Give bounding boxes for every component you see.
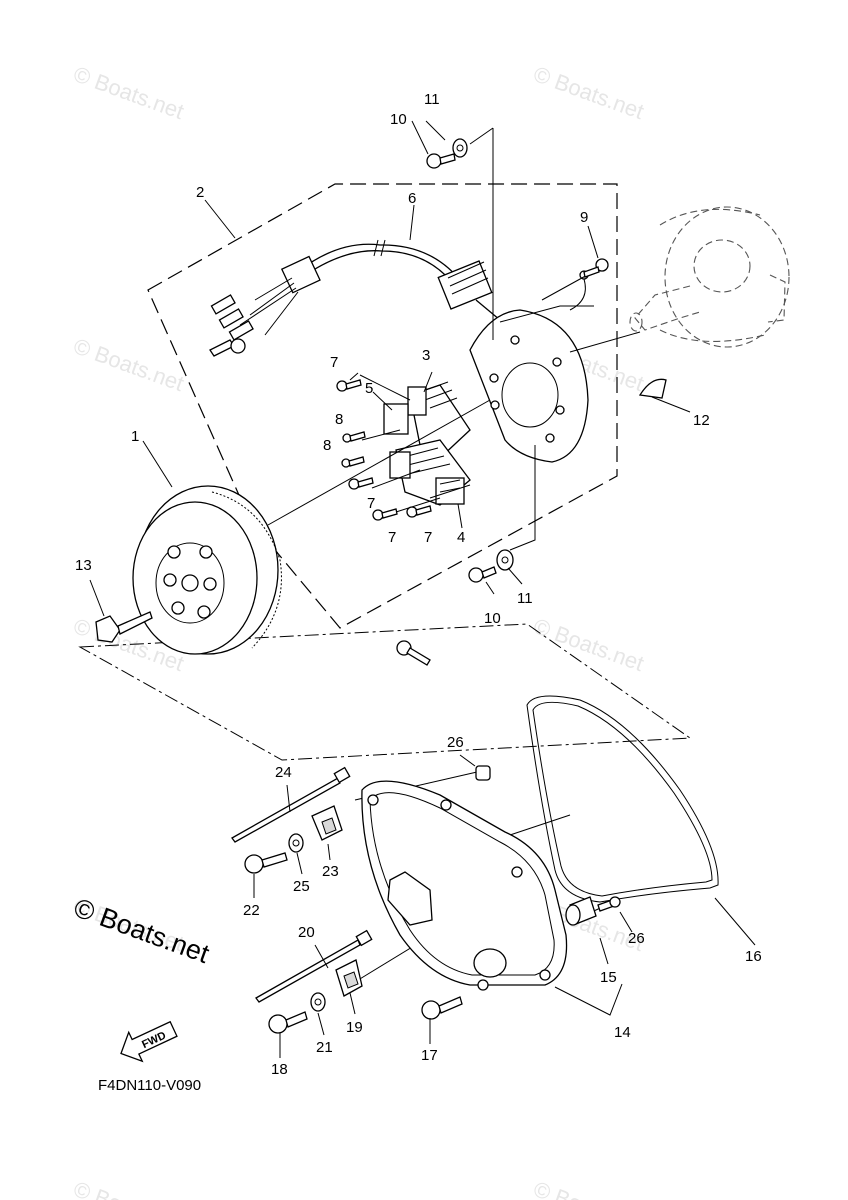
callout-10: 10 xyxy=(484,610,501,627)
callout-21: 21 xyxy=(316,1039,333,1056)
collar-spacer xyxy=(565,896,597,926)
copyright-text: © Boats.net xyxy=(70,892,214,969)
callout-25: 25 xyxy=(293,878,310,895)
flywheel-cover xyxy=(361,780,568,991)
screw xyxy=(396,640,431,666)
callout-7: 7 xyxy=(330,354,338,371)
callout-7: 7 xyxy=(367,495,375,512)
screw xyxy=(468,566,497,583)
callout-12: 12 xyxy=(693,412,710,429)
callout-7: 7 xyxy=(388,529,396,546)
screw xyxy=(268,1011,308,1034)
callout-11: 11 xyxy=(517,590,533,607)
screw xyxy=(583,258,609,278)
callout-labels: 1 2 3 4 5 6 7 7 7 7 8 8 9 10 10 11 11 12… xyxy=(75,91,762,1078)
callout-17: 17 xyxy=(421,1047,438,1064)
callout-3: 3 xyxy=(422,347,430,364)
callout-22: 22 xyxy=(243,902,260,919)
screw xyxy=(421,996,463,1020)
screw xyxy=(426,153,456,169)
callout-8: 8 xyxy=(335,411,343,428)
watermark: © Boats.net xyxy=(70,1176,187,1200)
cover-assembly-outline xyxy=(78,623,692,761)
screw xyxy=(406,505,432,518)
screws xyxy=(244,153,609,1034)
callout-18: 18 xyxy=(271,1061,288,1078)
screw xyxy=(341,456,365,468)
screw xyxy=(336,379,362,392)
callout-26: 26 xyxy=(447,734,464,751)
wire-harness xyxy=(209,239,501,357)
screw xyxy=(342,431,366,443)
callout-2: 2 xyxy=(196,184,204,201)
drawing-code: F4DN110-V090 xyxy=(98,1077,201,1094)
callout-20: 20 xyxy=(298,924,315,941)
woodruff-key xyxy=(638,378,667,399)
watermark: © Boats.net xyxy=(530,613,647,676)
stator-base-plate xyxy=(469,270,594,463)
flywheel xyxy=(132,485,282,655)
charge-coil xyxy=(407,381,471,459)
callout-9: 9 xyxy=(580,209,588,226)
callout-13: 13 xyxy=(75,557,92,574)
callout-5: 5 xyxy=(365,380,373,397)
callout-26: 26 xyxy=(628,930,645,947)
washers xyxy=(288,138,514,1012)
fwd-label: FWD xyxy=(140,1030,168,1051)
cover-bolt-small xyxy=(597,896,621,912)
callout-11: 11 xyxy=(424,91,440,108)
callout-16: 16 xyxy=(745,948,762,965)
callout-4: 4 xyxy=(457,529,465,546)
clamps xyxy=(311,805,363,997)
watermark: © Boats.net xyxy=(70,333,187,396)
callout-15: 15 xyxy=(600,969,617,986)
callout-8: 8 xyxy=(323,437,331,454)
callout-1: 1 xyxy=(131,428,139,445)
watermark: © Boats.net xyxy=(70,61,187,124)
screw xyxy=(372,508,398,521)
callout-7: 7 xyxy=(424,529,432,546)
screw xyxy=(348,477,374,490)
callout-6: 6 xyxy=(408,190,416,207)
crankshaft-ghost xyxy=(629,206,790,348)
callout-leaders xyxy=(89,120,756,1058)
watermark: © Boats.net xyxy=(530,1176,647,1200)
dowel-pin xyxy=(475,765,491,781)
cable-ties xyxy=(231,766,373,1003)
forward-arrow-icon: FWD xyxy=(120,1020,178,1063)
cover-gasket xyxy=(526,695,719,903)
callout-10: 10 xyxy=(390,111,407,128)
callout-19: 19 xyxy=(346,1019,363,1036)
callout-14: 14 xyxy=(614,1024,631,1041)
watermark: © Boats.net xyxy=(530,61,647,124)
flywheel-nut xyxy=(95,611,153,643)
callout-23: 23 xyxy=(322,863,339,880)
screw xyxy=(244,852,288,874)
callout-24: 24 xyxy=(275,764,292,781)
